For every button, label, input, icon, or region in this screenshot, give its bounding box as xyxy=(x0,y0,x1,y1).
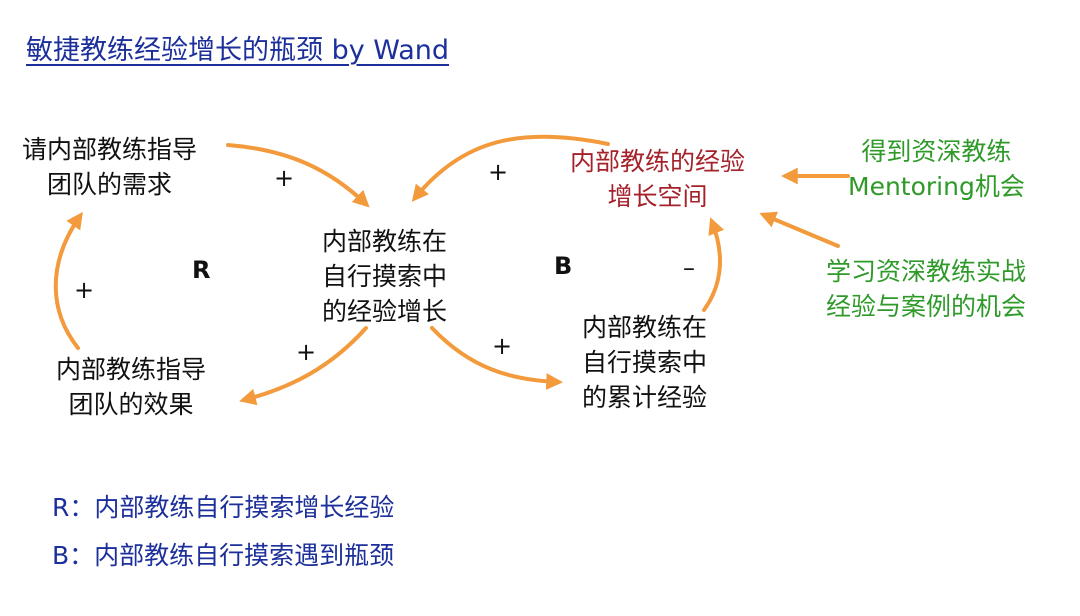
arrow-practice-to-space xyxy=(759,211,840,248)
sign-request-to-center: + xyxy=(274,164,295,192)
arrow-space-to-center xyxy=(411,134,610,202)
node-request-demand: 请内部教练指导 团队的需求 xyxy=(22,135,198,199)
node-accumulated-experience: 内部教练在 自行摸索中 的累计经验 xyxy=(582,313,708,412)
legend-reinforcing: R：内部教练自行摸索增长经验 xyxy=(52,493,395,522)
sign-space-to-center: + xyxy=(488,158,509,186)
node-mentoring-opportunity: 得到资深教练 Mentoring机会 xyxy=(848,137,1025,201)
sign-effect-to-request: + xyxy=(74,276,95,304)
node-center-growth: 内部教练在 自行摸索中 的经验增长 xyxy=(322,227,448,326)
legend-balancing: B：内部教练自行摸索遇到瓶颈 xyxy=(52,541,395,570)
node-growth-space: 内部教练的经验 增长空间 xyxy=(570,147,746,211)
arrow-center-to-effect xyxy=(239,326,368,406)
diagram-title: 敏捷教练经验增长的瓶颈 by Wand xyxy=(26,35,450,66)
node-practice-opportunity: 学习资深教练实战 经验与案例的机会 xyxy=(826,257,1027,321)
loop-label-balancing: B xyxy=(554,252,573,280)
arrow-accumulated-to-space xyxy=(702,217,725,312)
arrow-effect-to-request xyxy=(53,211,83,350)
sign-accumulated-to-space: – xyxy=(683,254,695,282)
arrow-request-to-center xyxy=(226,143,370,208)
loop-label-reinforcing: R xyxy=(192,256,211,284)
sign-center-to-effect: + xyxy=(296,338,317,366)
node-coaching-effect: 内部教练指导 团队的效果 xyxy=(56,355,207,419)
sign-center-to-accumulated: + xyxy=(492,332,513,360)
arrow-center-to-accumulated xyxy=(430,326,564,390)
